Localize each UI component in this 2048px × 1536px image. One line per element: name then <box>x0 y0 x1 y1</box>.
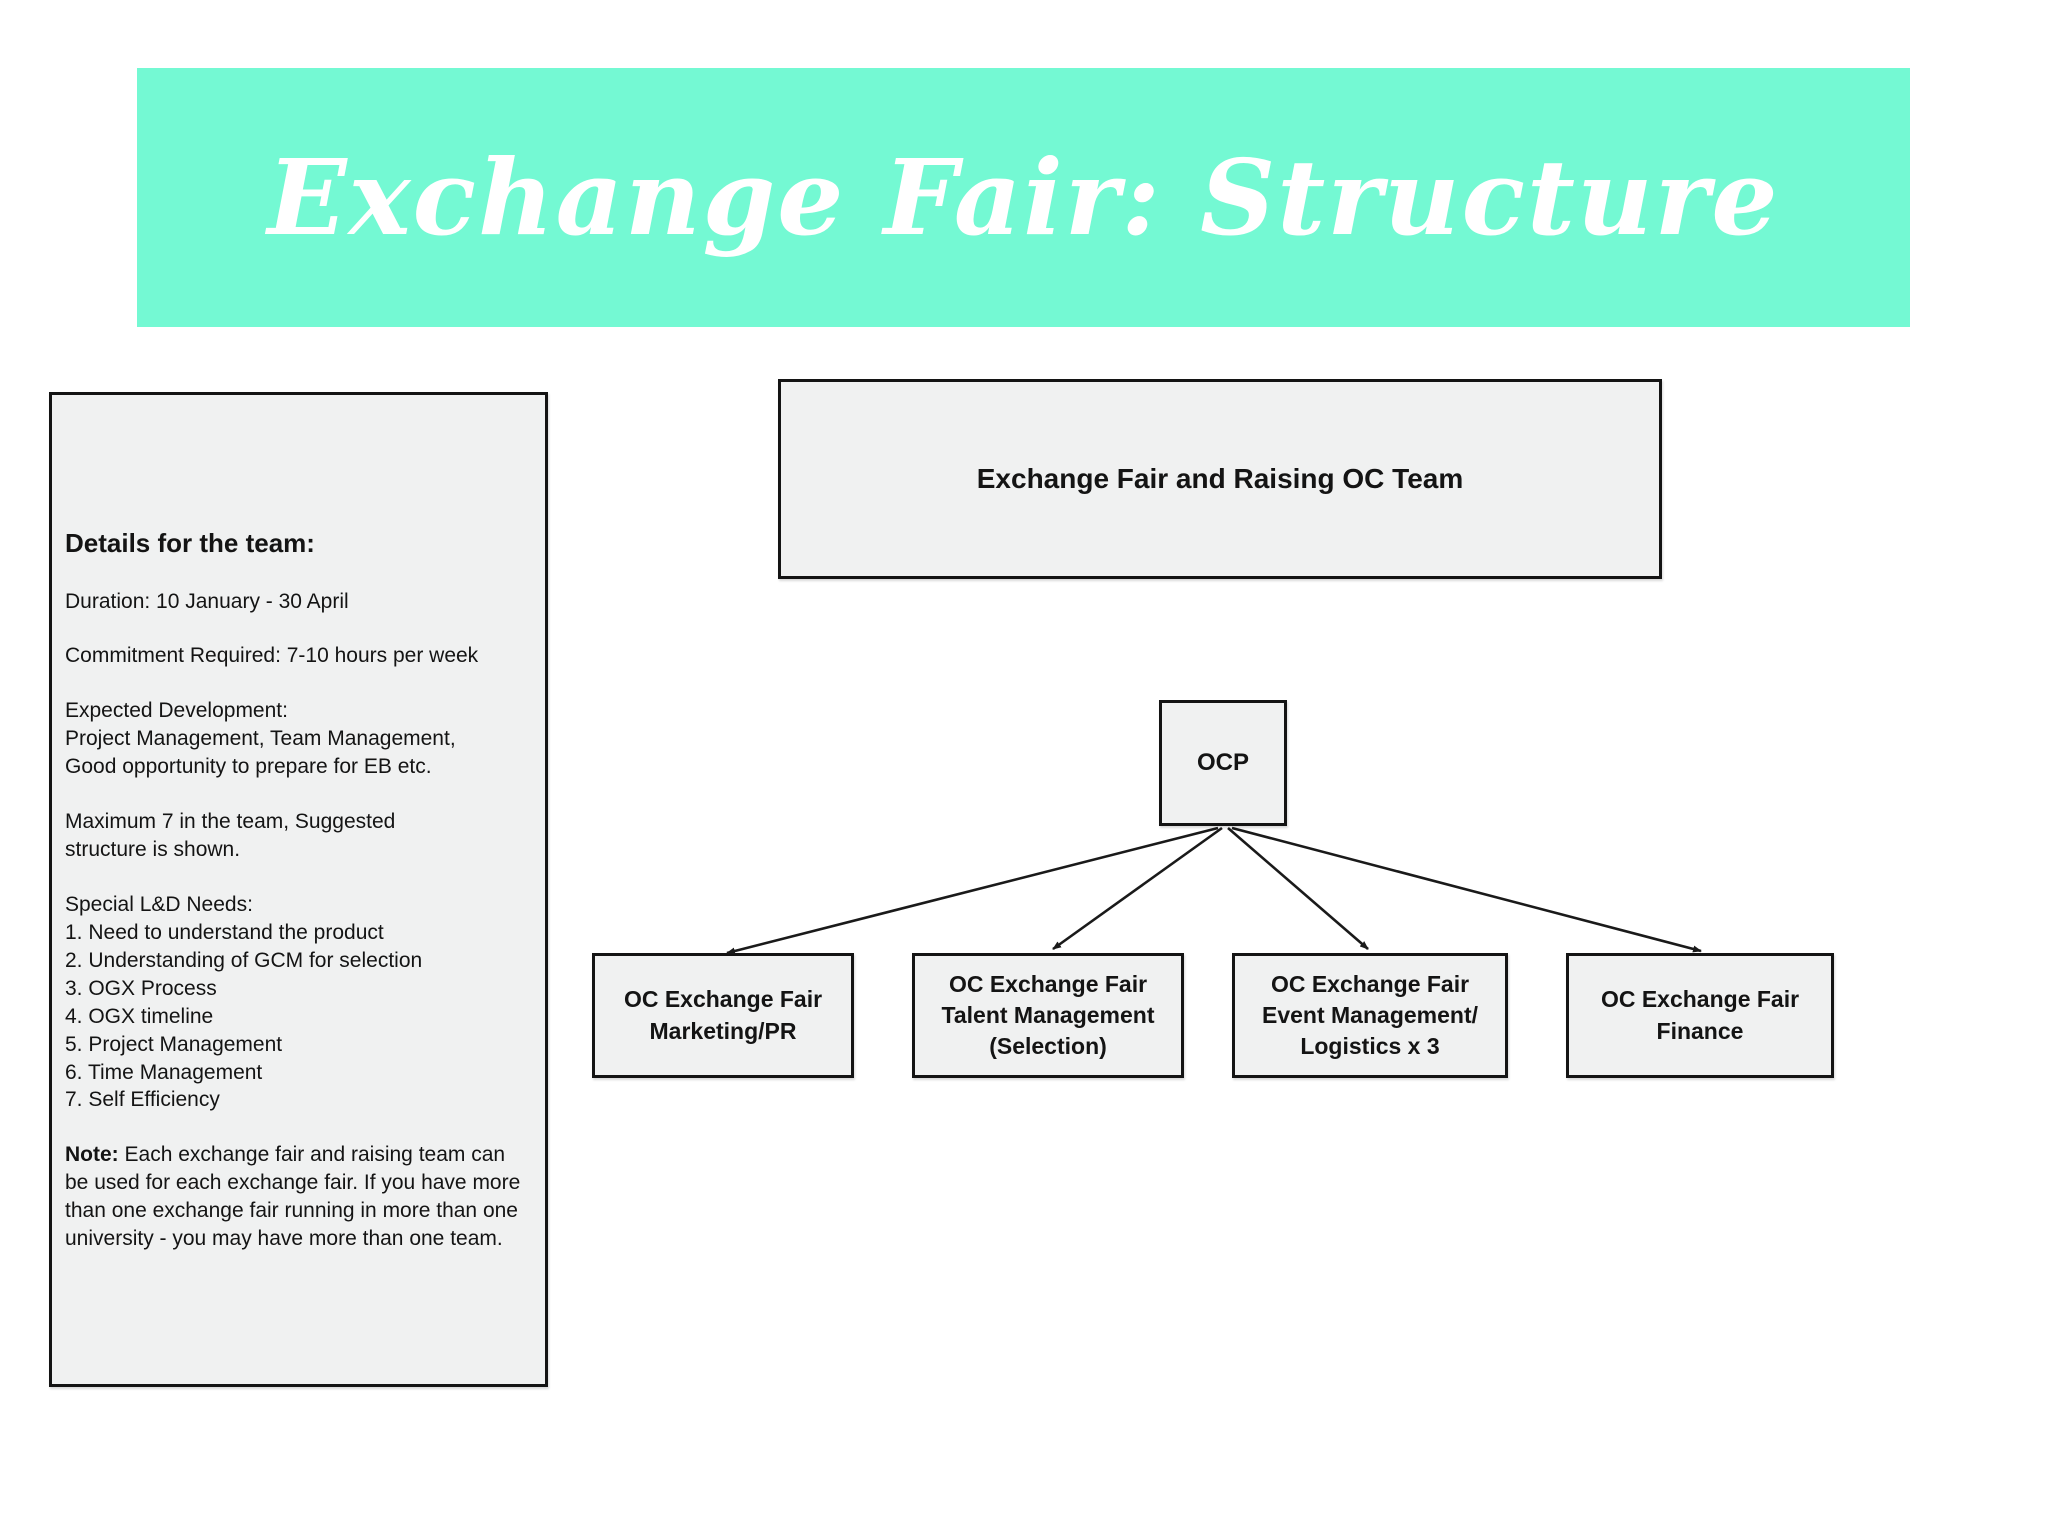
details-panel: Details for the team: Duration: 10 Janua… <box>49 392 548 1387</box>
org-child-box-events: OC Exchange Fair Event Management/ Logis… <box>1232 953 1508 1078</box>
org-child-box-marketing: OC Exchange Fair Marketing/PR <box>592 953 854 1078</box>
note-label: Note: <box>65 1143 119 1167</box>
lnd-item: 7. Self Efficiency <box>65 1088 220 1112</box>
lnd-heading: Special L&D Needs: <box>65 892 253 916</box>
details-heading: Details for the team: <box>65 527 315 558</box>
slide-title: Exchange Fair: Structure <box>267 136 1780 259</box>
lnd-list: Special L&D Needs: 1. Need to understand… <box>65 891 532 1114</box>
lnd-item: 3. OGX Process <box>65 976 217 1000</box>
ocp-box: OCP <box>1159 700 1287 826</box>
detail-commitment: Commitment Required: 7-10 hours per week <box>65 644 479 668</box>
org-child-box-finance: OC Exchange Fair Finance <box>1566 953 1834 1078</box>
note: Note: Each exchange fair and raising tea… <box>65 1141 532 1253</box>
arrow-ocp-to-marketing <box>726 826 1219 955</box>
lnd-item: 4. OGX timeline <box>65 1004 214 1028</box>
lnd-item: 6. Time Management <box>65 1060 263 1084</box>
arrow-ocp-to-finance <box>1231 826 1702 953</box>
org-root-box: Exchange Fair and Raising OC Team <box>778 379 1662 579</box>
header-band: Exchange Fair: Structure <box>137 68 1910 327</box>
detail-duration: Duration: 10 January - 30 April <box>65 589 349 613</box>
arrow-ocp-to-talent <box>1052 826 1223 951</box>
detail-team-size: Maximum 7 in the team, Suggested structu… <box>65 810 396 862</box>
arrow-ocp-to-events <box>1227 827 1369 950</box>
lnd-item: 5. Project Management <box>65 1032 283 1056</box>
note-text: Each exchange fair and raising team can … <box>65 1143 521 1251</box>
lnd-item: 2. Understanding of GCM for selection <box>65 948 423 972</box>
detail-development: Expected Development: Project Management… <box>65 699 456 779</box>
lnd-item: 1. Need to understand the product <box>65 920 384 944</box>
org-child-box-talent: OC Exchange Fair Talent Management (Sele… <box>912 953 1184 1078</box>
